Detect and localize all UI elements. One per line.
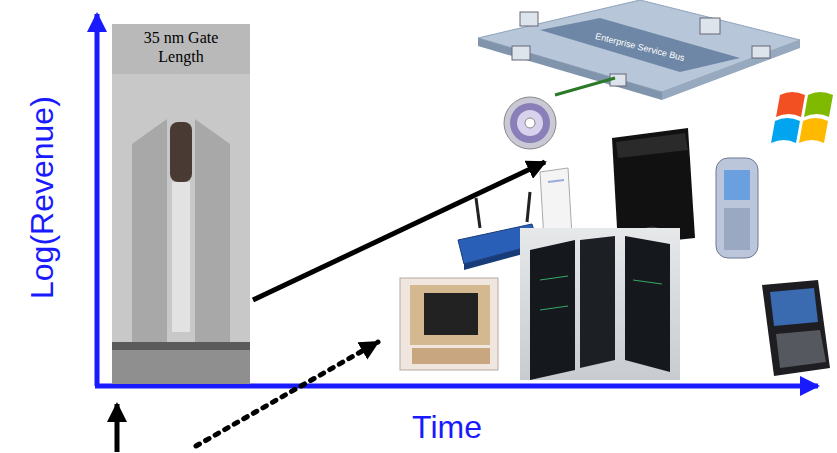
- x-axis: [95, 384, 818, 389]
- transistor-image: 35 nm Gate Length: [112, 24, 250, 384]
- windows-logo: [771, 92, 833, 143]
- soa-board: [478, 0, 800, 100]
- connector-cable: [555, 78, 615, 95]
- node-text: 35 nm Gate Length: [112, 24, 250, 66]
- transistor-micrograph: [112, 24, 250, 384]
- axis-title: Log(Revenue): [24, 97, 59, 300]
- server-room: [520, 228, 680, 380]
- pointer-arrow: [115, 404, 120, 452]
- mobile-phone: [716, 158, 758, 258]
- axis-title: Time: [412, 410, 482, 445]
- smartphone: [762, 280, 830, 376]
- old-computer: [400, 278, 498, 370]
- dvd-disc: [504, 97, 556, 149]
- y-axis: [95, 14, 100, 386]
- growth-arrow: [253, 162, 545, 300]
